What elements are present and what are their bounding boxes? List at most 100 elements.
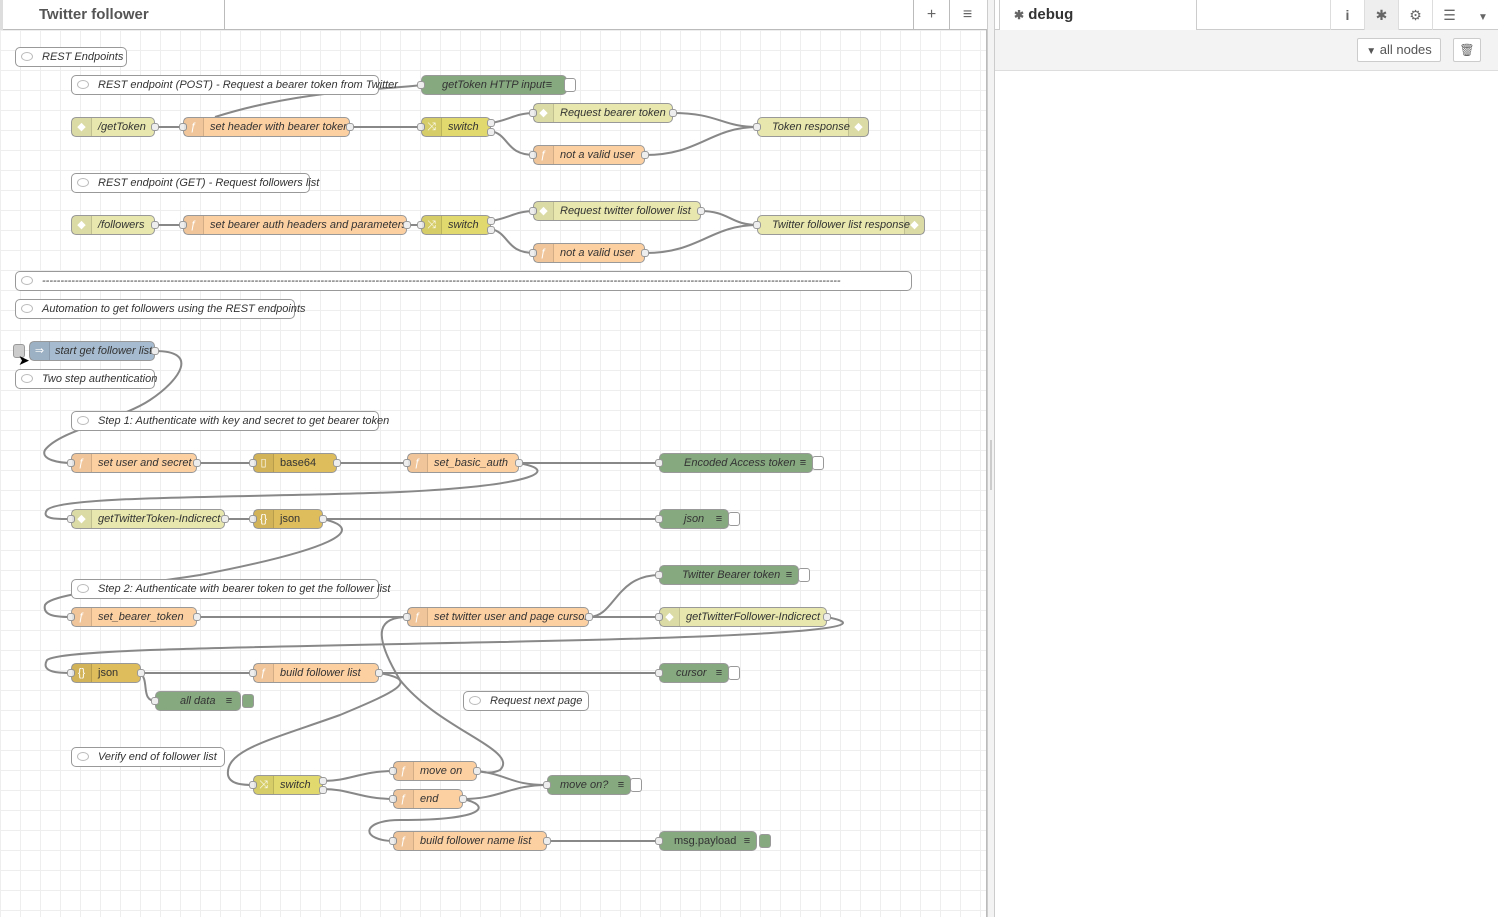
debug-toggle[interactable] (812, 456, 824, 470)
function-node-set-header[interactable]: ƒ set header with bearer token (179, 117, 354, 137)
input-port[interactable] (529, 109, 537, 117)
info-tab-button[interactable]: i (1330, 0, 1364, 30)
debug-node-move-on[interactable]: move on? ≡ (543, 775, 631, 795)
output-port[interactable] (669, 109, 677, 117)
debug-toggle[interactable] (242, 694, 254, 708)
input-port[interactable] (67, 613, 75, 621)
output-port[interactable] (487, 217, 495, 225)
debug-toggle[interactable] (728, 512, 740, 526)
comment-rest-endpoints[interactable]: REST Endpoints (15, 47, 127, 67)
input-port[interactable] (67, 515, 75, 523)
input-port[interactable] (389, 837, 397, 845)
comment-divider[interactable]: ----------------------------------------… (15, 271, 912, 291)
input-port[interactable] (753, 123, 761, 131)
input-port[interactable] (655, 669, 663, 677)
input-port[interactable] (151, 697, 159, 705)
function-node-move-on[interactable]: ƒ move on (389, 761, 481, 781)
output-port[interactable] (319, 515, 327, 523)
function-node-build-follower-list[interactable]: ƒ build follower list (249, 663, 383, 683)
output-port[interactable] (346, 123, 354, 131)
switch-node-1[interactable]: ⤨ switch (417, 117, 495, 137)
function-node-not-valid-2[interactable]: ƒ not a valid user (529, 243, 649, 263)
output-port[interactable] (487, 226, 495, 234)
inject-node-start[interactable]: ⇒ start get follower list (29, 341, 159, 361)
output-port[interactable] (151, 221, 159, 229)
output-port[interactable] (221, 515, 229, 523)
debug-node-json[interactable]: json ≡ (655, 509, 729, 529)
input-port[interactable] (417, 123, 425, 131)
flow-tab[interactable]: Twitter follower (0, 0, 225, 30)
tab-debug[interactable]: ✱ debug (999, 0, 1197, 30)
list-flows-button[interactable]: ≡ (949, 0, 985, 30)
output-port[interactable] (823, 613, 831, 621)
http-in-node-followers[interactable]: ◆ /followers (71, 215, 159, 235)
switch-node-2[interactable]: ⤨ switch (417, 215, 495, 235)
json-node-2[interactable]: {} json (67, 663, 145, 683)
inject-button[interactable] (13, 344, 25, 358)
splitter-handle[interactable] (990, 440, 992, 490)
input-port[interactable] (67, 459, 75, 467)
comment-next-page[interactable]: Request next page (463, 691, 589, 711)
output-port[interactable] (487, 128, 495, 136)
clear-debug-button[interactable]: 🗑 (1453, 38, 1481, 62)
function-node-set-twitter-user[interactable]: ƒ set twitter user and page cursor (403, 607, 593, 627)
context-tab-button[interactable]: ☰ (1432, 0, 1466, 30)
output-port[interactable] (459, 795, 467, 803)
filter-button[interactable]: ▼ all nodes (1357, 38, 1441, 62)
debug-toggle[interactable] (630, 778, 642, 792)
http-request-node-get-twitter-token[interactable]: ◆ getTwitterToken-Indicrect (67, 509, 229, 529)
input-port[interactable] (417, 81, 425, 89)
debug-tab-button[interactable]: ✱ (1364, 0, 1398, 30)
input-port[interactable] (529, 151, 537, 159)
input-port[interactable] (417, 221, 425, 229)
comment-step2[interactable]: Step 2: Authenticate with bearer token t… (71, 579, 390, 599)
function-node-not-valid-1[interactable]: ƒ not a valid user (529, 145, 649, 165)
output-port[interactable] (333, 459, 341, 467)
function-node-set-user-secret[interactable]: ƒ set user and secret (67, 453, 201, 473)
debug-toggle[interactable] (759, 834, 771, 848)
debug-node-gettoken-http-input[interactable]: getToken HTTP input ≡ (417, 75, 567, 95)
output-port[interactable] (403, 221, 411, 229)
input-port[interactable] (179, 221, 187, 229)
input-port[interactable] (655, 571, 663, 579)
sidebar-menu-button[interactable]: ▼ (1466, 0, 1498, 30)
http-request-node-follower-list[interactable]: ◆ Request twitter follower list (529, 201, 705, 221)
comment-step1[interactable]: Step 1: Authenticate with key and secret… (71, 411, 389, 431)
http-response-node-follower-list[interactable]: Twitter follower list response ◆ (753, 215, 925, 235)
input-port[interactable] (249, 515, 257, 523)
input-port[interactable] (655, 459, 663, 467)
sidebar-splitter[interactable] (987, 0, 995, 917)
http-response-node-token[interactable]: Token response ◆ (753, 117, 869, 137)
output-port[interactable] (641, 151, 649, 159)
input-port[interactable] (67, 669, 75, 677)
http-in-node-gettoken[interactable]: ◆ /getToken (71, 117, 159, 137)
function-node-set-basic-auth[interactable]: ƒ set_basic_auth (403, 453, 523, 473)
output-port[interactable] (151, 347, 159, 355)
output-port[interactable] (543, 837, 551, 845)
output-port[interactable] (319, 777, 327, 785)
comment-verify-end[interactable]: Verify end of follower list (71, 747, 225, 767)
input-port[interactable] (389, 767, 397, 775)
http-request-node-bearer[interactable]: ◆ Request bearer token (529, 103, 677, 123)
input-port[interactable] (753, 221, 761, 229)
debug-node-msg-payload[interactable]: msg.payload ≡ (655, 831, 757, 851)
function-node-build-name-list[interactable]: ƒ build follower name list (389, 831, 551, 851)
input-port[interactable] (529, 207, 537, 215)
function-node-set-bearer-auth[interactable]: ƒ set bearer auth headers and parameters (179, 215, 411, 235)
output-port[interactable] (585, 613, 593, 621)
input-port[interactable] (249, 459, 257, 467)
output-port[interactable] (641, 249, 649, 257)
output-port[interactable] (151, 123, 159, 131)
switch-node-3[interactable]: ⤨ switch (249, 775, 327, 795)
function-node-end[interactable]: ƒ end (389, 789, 467, 809)
add-flow-button[interactable]: + (913, 0, 949, 30)
input-port[interactable] (529, 249, 537, 257)
debug-toggle[interactable] (564, 78, 576, 92)
comment-automation[interactable]: Automation to get followers using the RE… (15, 299, 306, 319)
input-port[interactable] (655, 837, 663, 845)
flow-canvas[interactable]: REST Endpoints REST endpoint (POST) - Re… (0, 30, 987, 917)
input-port[interactable] (249, 781, 257, 789)
output-port[interactable] (697, 207, 705, 215)
function-node-set-bearer-token[interactable]: ƒ set_bearer_token (67, 607, 201, 627)
input-port[interactable] (389, 795, 397, 803)
